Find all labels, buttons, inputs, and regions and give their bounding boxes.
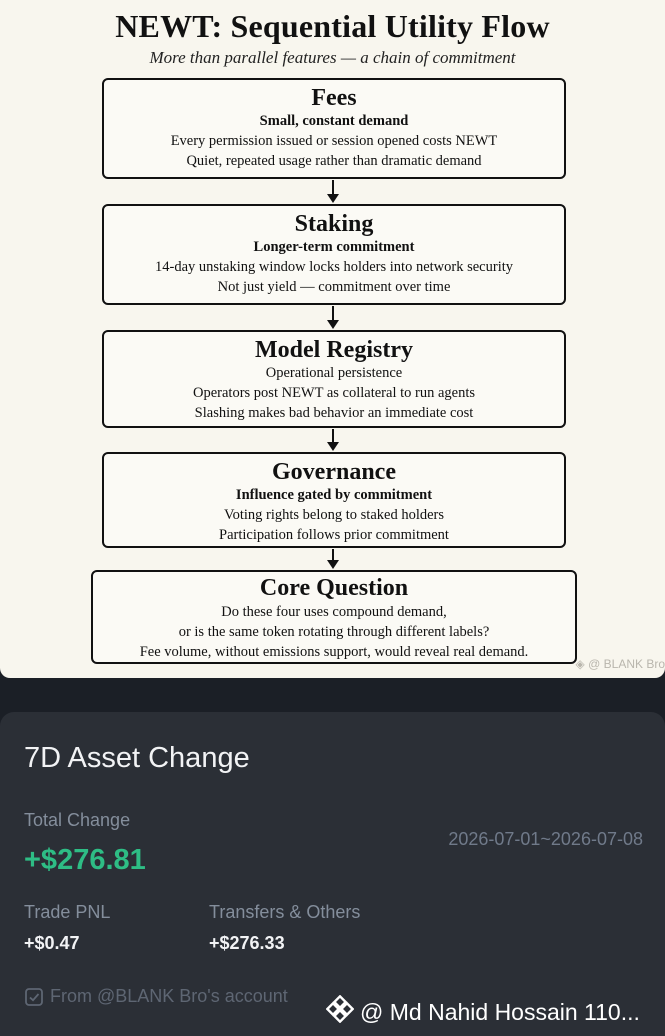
flow-subtitle: More than parallel features — a chain of… (149, 48, 516, 67)
step-core-question: Core Question Do these four uses compoun… (91, 570, 577, 664)
arrow-down-icon (327, 306, 339, 329)
total-change-label: Total Change (24, 810, 131, 830)
total-change-value: +$276.81 (24, 844, 146, 876)
step-subtitle: Operational persistence (265, 365, 403, 381)
step-governance: Governance Influence gated by commitment… (102, 452, 566, 548)
step-title: Staking (294, 211, 374, 237)
step-line: Every permission issued or session opene… (170, 133, 498, 149)
step-fees: Fees Small, constant demand Every permis… (102, 78, 566, 179)
step-line: Participation follows prior commitment (219, 527, 449, 543)
image-watermark: ◈ @ BLANK Bro (576, 657, 665, 671)
shield-check-icon (24, 987, 44, 1007)
trade-pnl-label: Trade PNL (24, 902, 111, 922)
flow-title: NEWT: Sequential Utility Flow (115, 8, 550, 44)
card-title: 7D Asset Change (24, 742, 250, 774)
step-line: or is the same token rotating through di… (178, 624, 490, 640)
step-subtitle: Small, constant demand (259, 113, 409, 129)
step-subtitle: Influence gated by commitment (235, 487, 433, 503)
account-source-text: From @BLANK Bro's account (50, 986, 288, 1006)
step-subtitle: Longer-term commitment (253, 239, 415, 255)
image-watermark-text: @ BLANK Bro (588, 657, 665, 671)
step-line: Quiet, repeated usage rather than dramat… (186, 153, 482, 169)
step-line: Voting rights belong to staked holders (223, 507, 445, 523)
step-line: Do these four uses compound demand, (221, 604, 447, 620)
step-staking: Staking Longer-term commitment 14-day un… (102, 204, 566, 305)
asset-change-card[interactable]: 7D Asset Change Total Change +$276.81 20… (0, 712, 665, 1036)
step-title: Fees (311, 85, 357, 111)
arrow-down-icon (327, 180, 339, 203)
author-watermark: @ Md Nahid Hossain 110... (325, 994, 640, 1029)
binance-logo-icon: ◈ (575, 657, 585, 671)
step-line: Slashing makes bad behavior an immediate… (194, 405, 474, 421)
step-line: 14-day unstaking window locks holders in… (154, 259, 513, 275)
binance-logo-icon (325, 994, 355, 1029)
arrow-down-icon (327, 549, 339, 569)
step-line: Not just yield — commitment over time (217, 279, 451, 295)
step-line: Fee volume, without emissions support, w… (139, 644, 529, 660)
account-source: From @BLANK Bro's account (24, 986, 288, 1007)
arrow-down-icon (327, 429, 339, 451)
step-title: Model Registry (255, 337, 413, 363)
transfers-label: Transfers & Others (209, 902, 361, 922)
author-watermark-text: @ Md Nahid Hossain 110... (360, 998, 640, 1025)
step-title: Governance (272, 459, 396, 485)
transfers-value: +$276.33 (209, 933, 285, 953)
step-model-registry: Model Registry Operational persistence O… (102, 330, 566, 428)
step-line: Operators post NEWT as collateral to run… (193, 385, 475, 401)
step-title: Core Question (259, 575, 409, 601)
date-range: 2026-07-01~2026-07-08 (448, 829, 643, 849)
flow-image: NEWT: Sequential Utility Flow More than … (0, 0, 665, 678)
trade-pnl-value: +$0.47 (24, 933, 80, 953)
